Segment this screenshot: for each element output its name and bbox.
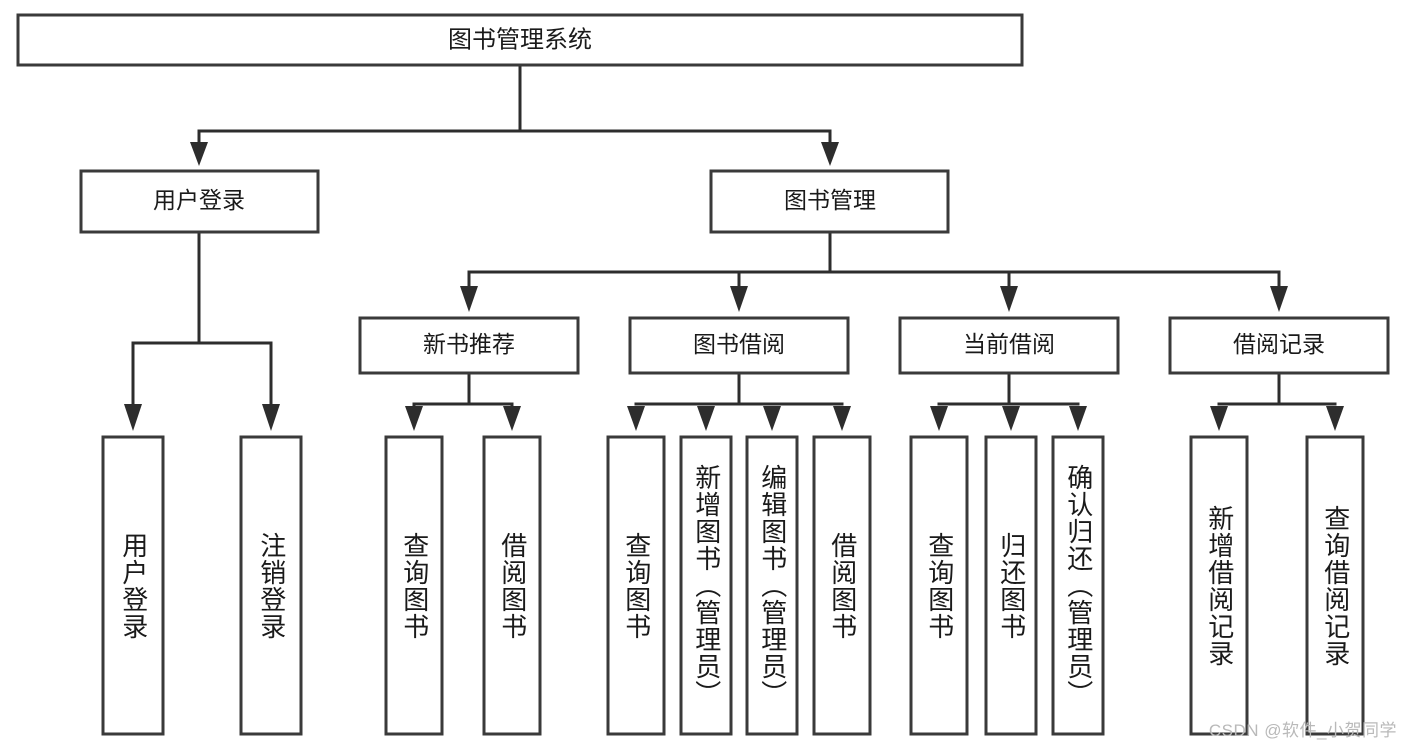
leaf-box-query-book-2[interactable] bbox=[606, 435, 666, 736]
arrow-nb-to-leaf1 bbox=[405, 406, 423, 431]
arrow-cb-to-leaf2 bbox=[1002, 406, 1020, 431]
arrow-br-to-leaf1 bbox=[1210, 406, 1228, 431]
leaf-box-query-record[interactable] bbox=[1305, 435, 1365, 736]
arrow-bb-to-leaf1 bbox=[627, 406, 645, 431]
connector-group-current-borrow bbox=[930, 371, 1087, 431]
node-root[interactable]: 图书管理系统 bbox=[16, 13, 1024, 67]
arrow-cb-to-leaf1 bbox=[930, 406, 948, 431]
node-root-box[interactable] bbox=[16, 13, 1024, 67]
node-borrow-record-label: 借阅记录 bbox=[1233, 331, 1325, 357]
node-current-borrow[interactable]: 当前借阅 bbox=[898, 316, 1120, 375]
arrow-nb-to-leaf2 bbox=[503, 406, 521, 431]
leaf-box-user-login[interactable] bbox=[101, 435, 165, 736]
arrow-bb-to-leaf2 bbox=[697, 406, 715, 431]
node-borrow-record-box[interactable] bbox=[1168, 316, 1390, 375]
node-book-manage-box[interactable] bbox=[709, 169, 950, 234]
leaf-box-borrow-book-1[interactable] bbox=[482, 435, 542, 736]
node-book-borrow[interactable]: 图书借阅 bbox=[628, 316, 850, 375]
node-user-login-box[interactable] bbox=[79, 169, 320, 234]
leaf-box-group bbox=[101, 435, 1365, 736]
leaf-box-add-record[interactable] bbox=[1189, 435, 1249, 736]
leaf-box-return-book[interactable] bbox=[984, 435, 1038, 736]
leaf-box-confirm-return[interactable] bbox=[1051, 435, 1105, 736]
arrow-bm-to-bookborrow bbox=[730, 286, 748, 312]
leaf-box-borrow-book-2[interactable] bbox=[812, 435, 872, 736]
connector-group-root bbox=[190, 63, 839, 166]
arrow-bm-to-newbook bbox=[460, 286, 478, 312]
arrow-root-to-user-login bbox=[190, 142, 208, 166]
node-book-borrow-box[interactable] bbox=[628, 316, 850, 375]
node-new-book-recommend-label: 新书推荐 bbox=[423, 331, 515, 357]
arrow-ul-to-leaf1 bbox=[124, 404, 142, 431]
node-user-login-label: 用户登录 bbox=[153, 187, 245, 213]
connector-group-borrow-record bbox=[1210, 371, 1344, 431]
arrow-bb-to-leaf4 bbox=[833, 406, 851, 431]
leaf-box-user-logout[interactable] bbox=[239, 435, 303, 736]
node-new-book-recommend[interactable]: 新书推荐 bbox=[358, 316, 580, 375]
node-new-book-recommend-box[interactable] bbox=[358, 316, 580, 375]
node-current-borrow-label: 当前借阅 bbox=[963, 331, 1055, 357]
arrow-ul-to-leaf2 bbox=[262, 404, 280, 431]
leaf-box-edit-book[interactable] bbox=[745, 435, 799, 736]
arrow-cb-to-leaf3 bbox=[1069, 406, 1087, 431]
connector-group-new-book bbox=[405, 371, 521, 431]
node-borrow-record[interactable]: 借阅记录 bbox=[1168, 316, 1390, 375]
leaf-box-query-book-1[interactable] bbox=[384, 435, 444, 736]
arrow-bm-to-currentborrow bbox=[1000, 286, 1018, 312]
connector-group-user-login bbox=[124, 230, 280, 431]
watermark-text: CSDN @软件_小贺同学 bbox=[1208, 721, 1397, 740]
connector-group-book-borrow bbox=[627, 371, 851, 431]
arrow-root-to-book-manage bbox=[821, 142, 839, 166]
node-current-borrow-box[interactable] bbox=[898, 316, 1120, 375]
node-book-manage[interactable]: 图书管理 bbox=[709, 169, 950, 234]
node-book-manage-label: 图书管理 bbox=[784, 187, 876, 213]
arrow-bb-to-leaf3 bbox=[763, 406, 781, 431]
node-book-borrow-label: 图书借阅 bbox=[693, 331, 785, 357]
arrow-br-to-leaf2 bbox=[1326, 406, 1344, 431]
node-root-label: 图书管理系统 bbox=[448, 26, 592, 53]
leaf-box-add-book[interactable] bbox=[679, 435, 733, 736]
connector-group-book-manage bbox=[460, 230, 1288, 312]
leaf-box-query-book-3[interactable] bbox=[909, 435, 969, 736]
arrow-bm-to-borrowrecord bbox=[1270, 286, 1288, 312]
node-user-login[interactable]: 用户登录 bbox=[79, 169, 320, 234]
